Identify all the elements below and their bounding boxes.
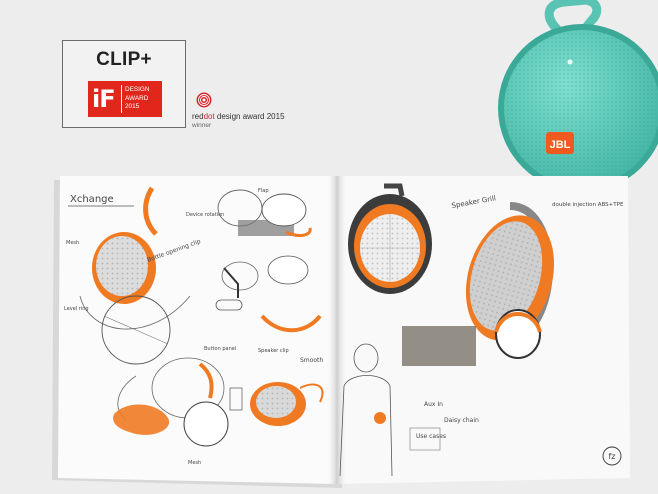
speaker-mesh-pattern — [504, 30, 658, 184]
product-name: CLIP+ — [96, 49, 152, 70]
note-aux-in: Aux In — [424, 401, 443, 408]
if-logo-separator — [121, 85, 122, 113]
sketch-bottom-variants — [113, 357, 324, 447]
sketch-speaker-front — [348, 183, 432, 294]
jbl-badge — [546, 132, 574, 154]
note-daisy-chain: Daisy chain — [444, 417, 479, 424]
sketch-speaker-clip — [79, 186, 191, 365]
reddot-highlight: dot — [203, 112, 215, 121]
note-smooth: Smooth — [300, 357, 323, 364]
speaker-carabiner — [544, 0, 602, 37]
note-device-rotation: Device rotation — [186, 212, 224, 218]
reddot-rest: design award 2015 — [214, 112, 285, 121]
speaker-led-icon — [567, 59, 573, 65]
reddot-award-label: reddot design award 2015 — [192, 112, 285, 121]
signature: fz — [608, 452, 615, 461]
note-double-injection: double injection ABS+TPE — [552, 202, 624, 208]
signature-circle-icon — [602, 446, 622, 466]
sketch-person — [339, 343, 393, 477]
if-line-year: 2015 — [125, 103, 140, 110]
note-button-panel: Button panel — [204, 346, 236, 352]
if-logo-mark: iF — [92, 85, 116, 113]
sketch-shadow-block — [402, 326, 476, 366]
reddot-logo-icon — [196, 92, 212, 108]
if-line-award: AWARD — [125, 94, 149, 102]
note-speaker-clip: Speaker clip — [258, 348, 289, 354]
award-badge: CLIP+ iF DESIGN AWARD 2015 — [62, 40, 186, 128]
note-mesh-bottom: Mesh — [188, 460, 201, 466]
speaker-brand: JBL — [550, 139, 571, 151]
book-spine — [326, 176, 348, 484]
if-award-text: DESIGN AWARD 2015 — [125, 86, 150, 112]
sketch-top-variants — [215, 189, 322, 333]
if-line-design: DESIGN — [125, 86, 150, 93]
note-use-cases: Use cases — [416, 433, 446, 440]
sketchbook: Xchange Device rotation Flap Mesh Bottle… — [52, 176, 630, 488]
sketch-speaker-side — [465, 202, 555, 359]
note-flap: Flap — [258, 188, 269, 194]
if-design-award-logo: iF DESIGN AWARD 2015 — [88, 81, 162, 117]
note-mesh-left: Mesh — [66, 240, 79, 246]
left-page-title: Xchange — [70, 194, 114, 205]
speaker-product-image: JBL — [498, 0, 658, 184]
reddot-prefix: red — [192, 112, 204, 121]
reddot-winner-label: winner — [192, 122, 212, 129]
note-level-ring: Level ring — [64, 306, 89, 312]
